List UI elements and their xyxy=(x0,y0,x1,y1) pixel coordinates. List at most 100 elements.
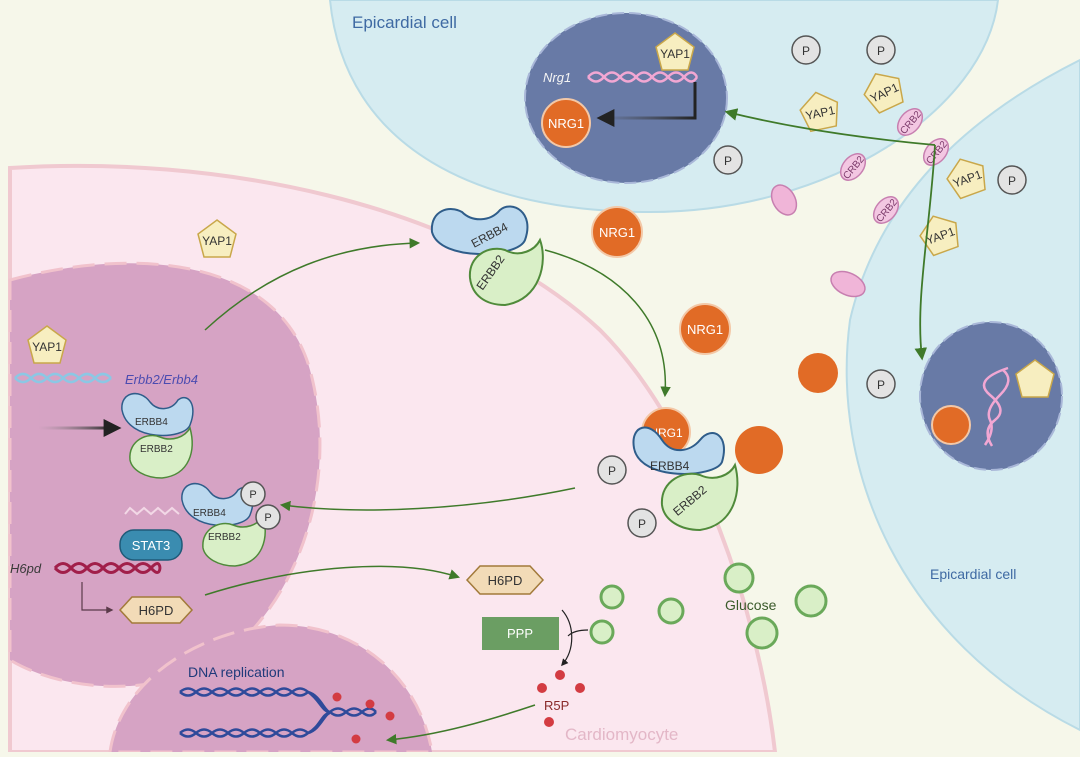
dna-stat3-target xyxy=(124,506,180,516)
svg-text:YAP1: YAP1 xyxy=(202,234,232,248)
dna-right-nucleus xyxy=(982,366,1010,447)
nucleotide-1 xyxy=(332,692,342,702)
arrow-h6pd-export xyxy=(204,565,460,596)
nrg1-right-nucleus xyxy=(931,405,971,445)
yap1-epi-2: YAP1 xyxy=(857,65,910,117)
yap1-epi-4: YAP1 xyxy=(914,208,965,259)
phosphate-1: P xyxy=(791,35,821,65)
arrow-nrg1-binding xyxy=(544,249,671,398)
arrow-r5p-to-dna xyxy=(385,704,536,745)
svg-text:YAP1: YAP1 xyxy=(660,47,690,61)
vesicle-1 xyxy=(770,184,798,216)
yap1-nuclear-cardiomyocyte: YAP1 xyxy=(27,325,67,364)
ppp-box: PPP xyxy=(482,617,559,650)
phosphate-nuclear-1: P xyxy=(240,481,266,507)
phosphate-nuclear-2: P xyxy=(255,504,281,530)
arrow-ppp-to-r5p xyxy=(561,609,573,667)
phosphate-receptor-1: P xyxy=(597,455,627,485)
dna-replication-strands xyxy=(179,687,377,738)
phosphate-receptor-2: P xyxy=(627,508,657,538)
svg-text:NRG1: NRG1 xyxy=(687,322,723,337)
yap1-epi-3: YAP1 xyxy=(941,151,992,202)
label-erbb-genes: Erbb2/Erbb4 xyxy=(125,372,198,387)
label-epicardial-top: Epicardial cell xyxy=(352,13,457,32)
nrg1-nuclear: NRG1 xyxy=(541,98,591,148)
label-dna-replication: DNA replication xyxy=(188,664,285,680)
arrow-nrg1-expression xyxy=(596,82,697,127)
glucose-1 xyxy=(599,584,625,610)
svg-text:P: P xyxy=(608,464,616,478)
yap1-nuclear-top: YAP1 xyxy=(655,32,695,71)
svg-text:H6PD: H6PD xyxy=(139,603,174,618)
glucose-2 xyxy=(589,619,615,645)
h6pd-gene-dna xyxy=(53,562,162,574)
vesicle-2 xyxy=(830,270,866,298)
nrg1-secreted-1: NRG1 xyxy=(591,206,643,258)
r5p-dot-4 xyxy=(544,717,554,727)
svg-text:P: P xyxy=(1008,174,1016,188)
svg-text:P: P xyxy=(877,44,885,58)
phosphate-3: P xyxy=(713,145,743,175)
arrow-glucose-input xyxy=(567,629,589,637)
phosphate-4: P xyxy=(997,165,1027,195)
erbb-receptor-membrane-active: NRG1 ERBB4 ERBB2 xyxy=(632,407,739,532)
arrow-nucleus-to-membrane xyxy=(204,237,421,331)
svg-text:P: P xyxy=(249,489,256,501)
arrow-crb2-to-nucleus xyxy=(724,108,936,146)
svg-text:ERBB4: ERBB4 xyxy=(650,459,690,473)
arrow-erbb-expression xyxy=(36,402,122,437)
r5p-dot-2 xyxy=(555,670,565,680)
label-glucose: Glucose xyxy=(725,597,777,613)
h6pd-cytoplasm: H6PD xyxy=(465,565,545,595)
nrg1-secreted-3 xyxy=(798,353,838,393)
label-epicardial-right: Epicardial cell xyxy=(930,566,1016,582)
erbb-genes-dna xyxy=(14,372,112,384)
svg-text:P: P xyxy=(638,517,646,531)
nrg1-secreted-2: NRG1 xyxy=(679,303,731,355)
svg-text:ERBB2: ERBB2 xyxy=(140,444,173,455)
svg-text:STAT3: STAT3 xyxy=(132,538,171,553)
label-cardiomyocyte: Cardiomyocyte xyxy=(565,725,678,744)
svg-text:PPP: PPP xyxy=(507,626,533,641)
erbb-receptor-membrane-top: ERBB4 ERBB2 xyxy=(430,205,544,307)
nucleotide-2 xyxy=(365,699,375,709)
epicardial-nucleus-top xyxy=(524,12,728,184)
svg-text:P: P xyxy=(264,512,271,524)
r5p-dot-3 xyxy=(575,683,585,693)
nucleotide-4 xyxy=(351,734,361,744)
svg-text:YAP1: YAP1 xyxy=(804,103,836,123)
svg-text:ERBB4: ERBB4 xyxy=(135,417,168,428)
svg-text:YAP1: YAP1 xyxy=(32,340,62,354)
label-r5p: R5P xyxy=(544,698,569,713)
svg-text:NRG1: NRG1 xyxy=(548,116,584,131)
r5p-dot-1 xyxy=(537,683,547,693)
arrow-h6pd-expression xyxy=(81,582,114,614)
yap1-cytoplasm: YAP1 xyxy=(197,219,237,258)
arrow-crb2-to-right-nucleus xyxy=(914,144,936,361)
glucose-6 xyxy=(745,616,779,650)
phosphate-2: P xyxy=(866,35,896,65)
erbb-receptor-nuclear-phospho: ERBB4 ERBB2 xyxy=(181,482,266,567)
erbb-receptor-nuclear: ERBB4 ERBB2 xyxy=(121,392,194,479)
svg-text:ERBB2: ERBB2 xyxy=(208,532,241,543)
glucose-4 xyxy=(723,562,755,594)
yap1-epi-1: YAP1 xyxy=(796,87,843,134)
svg-text:H6PD: H6PD xyxy=(488,573,523,588)
nucleotide-3 xyxy=(385,711,395,721)
svg-text:P: P xyxy=(802,44,810,58)
label-h6pd-gene: H6pd xyxy=(10,561,42,576)
svg-text:NRG1: NRG1 xyxy=(599,225,635,240)
arrow-receptor-to-nucleus xyxy=(279,487,576,512)
glucose-3 xyxy=(657,597,685,625)
glucose-5 xyxy=(794,584,828,618)
label-nrg1-gene: Nrg1 xyxy=(543,70,571,85)
svg-text:P: P xyxy=(724,154,732,168)
crb2-4: CRB2 xyxy=(872,196,900,225)
stat3: STAT3 xyxy=(119,529,183,561)
nrg1-secreted-4 xyxy=(735,426,783,474)
svg-text:ERBB4: ERBB4 xyxy=(193,508,226,519)
nrg1-gene-dna xyxy=(587,71,699,83)
svg-text:P: P xyxy=(877,378,885,392)
